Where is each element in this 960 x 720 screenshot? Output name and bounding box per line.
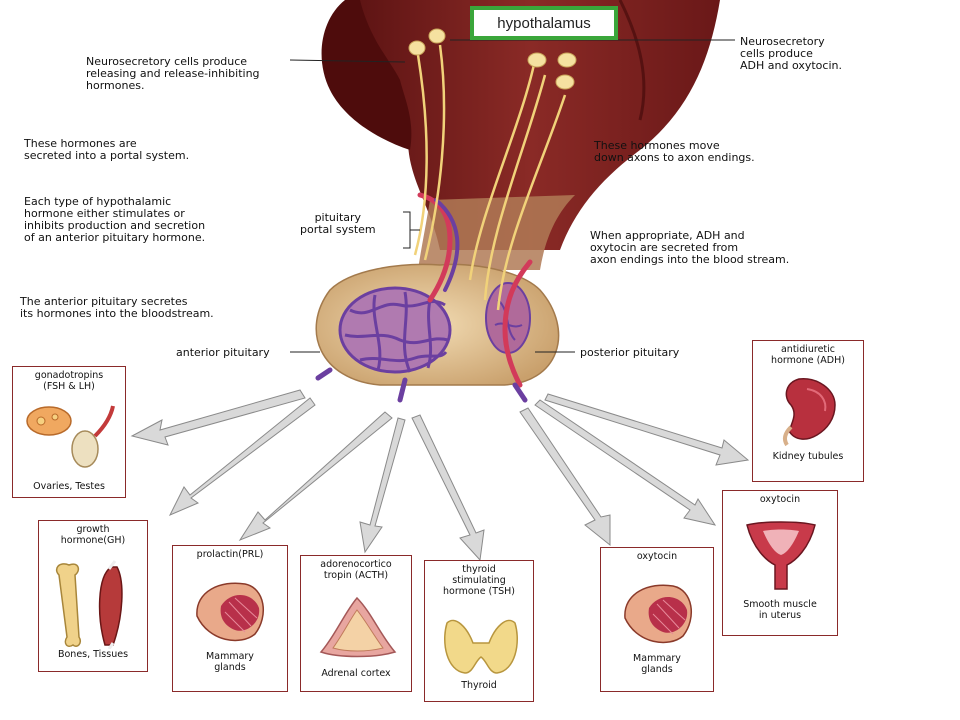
card-prolactin: prolactin(PRL) Mammary glands [172,545,288,692]
note-neurosecretory-releasing: Neurosecretory cells produce releasing a… [86,55,260,92]
neurosecretory-axons [413,44,567,311]
adrenal-gland-icon [319,596,397,658]
card-growth-hormone-title: growth hormone(GH) [60,524,126,546]
pituitary-gland [315,263,560,386]
card-oxytocin-uterus-caption: Smooth muscle in uterus [743,599,817,621]
note-axon-move: These hormones move down axons to axon e… [594,139,755,164]
card-gonadotropins-title: gonadotropins (FSH & LH) [34,370,104,392]
card-prolactin-title: prolactin(PRL) [196,549,264,560]
mammary-gland-icon [196,582,264,642]
card-prolactin-caption: Mammary glands [206,651,254,673]
card-oxytocin-mammary-title: oxytocin [636,551,678,562]
label-anterior-pituitary: anterior pituitary [176,346,270,359]
note-portal-secretion: These hormones are secreted into a porta… [24,137,190,162]
anterior-pituitary-vessels [338,286,452,374]
card-acth-title: adorenocortico tropin (ACTH) [320,559,392,581]
card-gonadotropins: gonadotropins (FSH & LH) Ovaries, Testes [12,366,126,498]
label-portal-system: pituitary portal system [300,211,376,236]
card-tsh-title: thyroid stimulating hormone (TSH) [443,564,515,597]
card-adh-caption: Kidney tubules [772,451,844,462]
neurosecretory-cells [408,28,577,90]
leader-lines [289,39,735,353]
ovary-testis-icon [26,405,115,468]
card-growth-hormone-caption: Bones, Tissues [57,649,129,660]
card-tsh: thyroid stimulating hormone (TSH) Thyroi… [424,560,534,702]
card-oxytocin-uterus: oxytocin Smooth muscle in uterus [722,490,838,636]
label-posterior-pituitary: posterior pituitary [580,346,680,359]
kidney-icon [782,378,836,447]
hypothalamus-title-box: hypothalamus [470,6,618,40]
target-arrows [130,389,750,562]
bone-muscle-icon [55,560,123,649]
card-oxytocin-uterus-title: oxytocin [759,494,801,505]
uterus-icon [746,521,816,590]
card-gonadotropins-caption: Ovaries, Testes [33,481,105,492]
card-adh: antidiuretic hormone (ADH) Kidney tubule… [752,340,864,482]
note-hypothalamic-types: Each type of hypothalamic hormone either… [24,195,206,244]
mammary-gland-icon [624,584,692,644]
card-tsh-caption: Thyroid [461,680,497,691]
thyroid-gland-icon [444,619,518,674]
note-neurosecretory-adh: Neurosecretory cells produce ADH and oxy… [740,35,842,72]
card-growth-hormone: growth hormone(GH) Bones, Tissues [38,520,148,672]
card-acth-caption: Adrenal cortex [321,668,391,679]
note-adh-secretion: When appropriate, ADH and oxytocin are s… [590,229,790,266]
card-acth: adorenocortico tropin (ACTH) Adrenal cor… [300,555,412,692]
card-oxytocin-mammary: oxytocin Mammary glands [600,547,714,692]
card-adh-title: antidiuretic hormone (ADH) [771,344,845,366]
note-anterior-secretes: The anterior pituitary secretes its horm… [20,295,214,320]
card-oxytocin-mammary-caption: Mammary glands [633,653,681,675]
hypothalamus-title: hypothalamus [497,14,591,32]
